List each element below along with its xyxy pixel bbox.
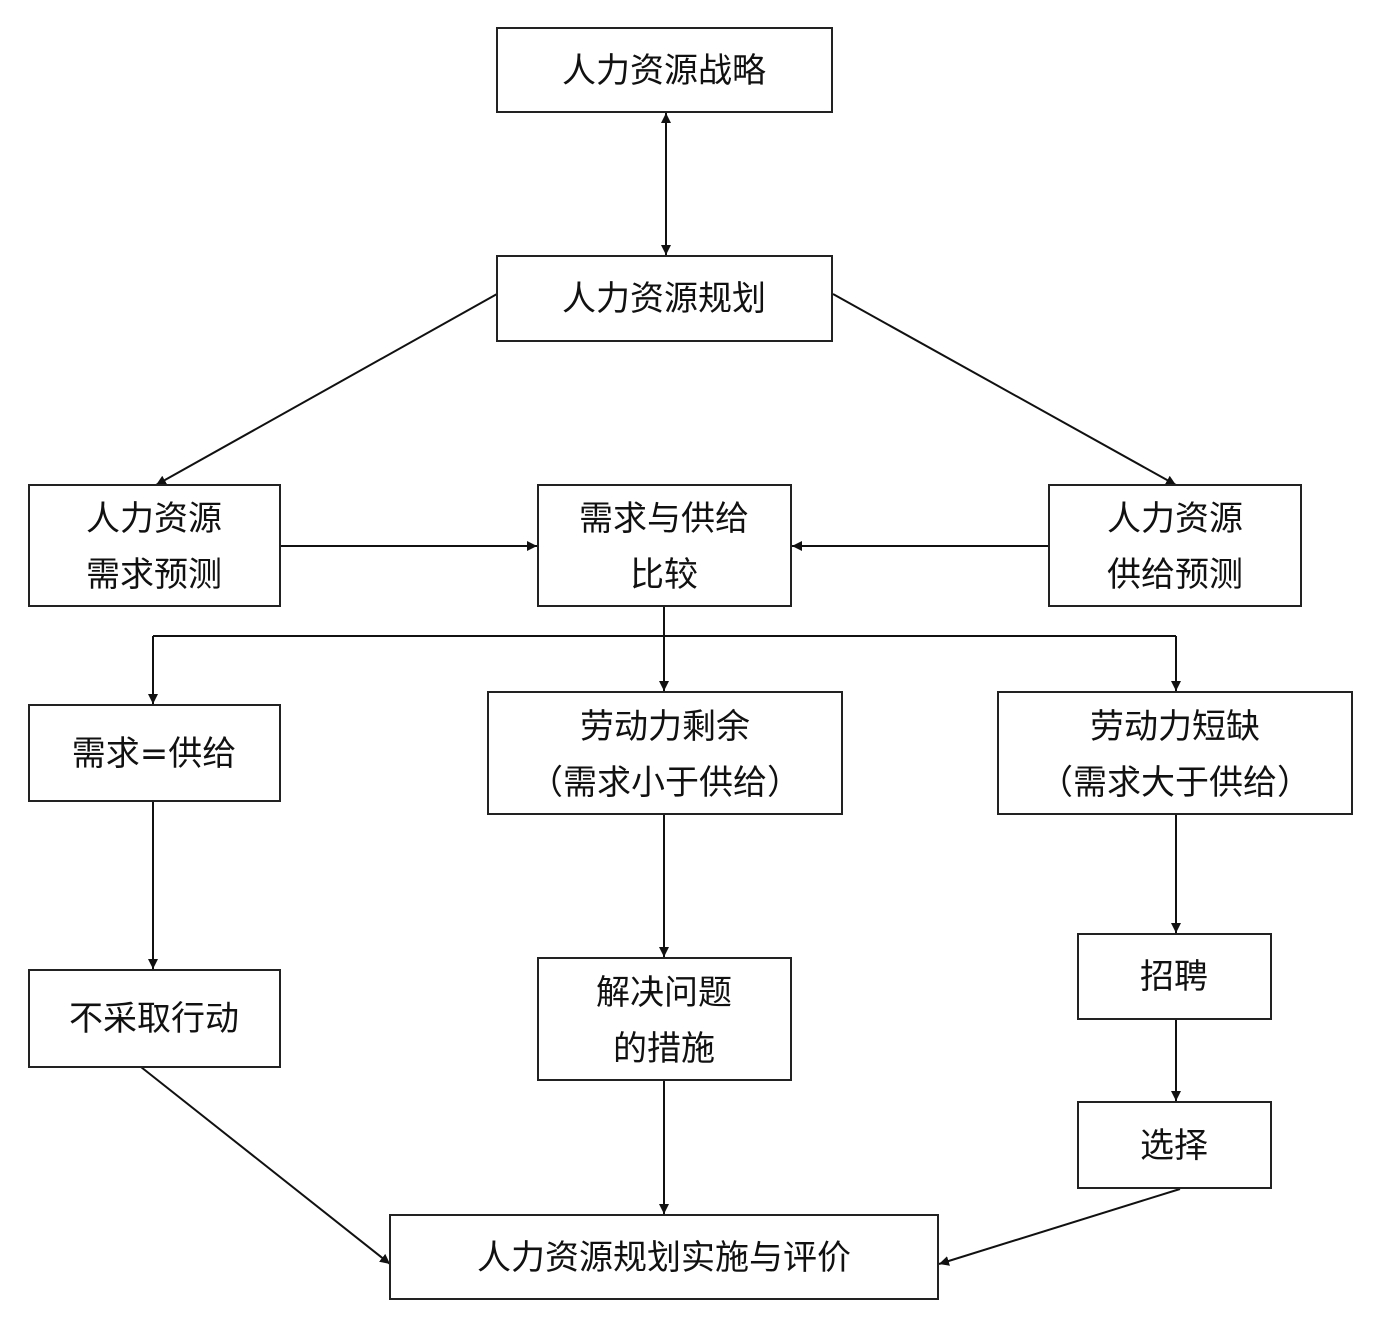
edge-planning-supply: [832, 293, 1177, 486]
node-supply-forecast: 人力资源 供给预测: [1048, 484, 1302, 607]
node-surplus-line-1: 劳动力剩余: [580, 707, 750, 747]
edges: [140, 113, 1181, 1266]
node-no-action: 不采取行动: [28, 969, 281, 1068]
node-recruit: 招聘: [1077, 933, 1272, 1020]
node-compare-line-1: 需求与供给: [579, 499, 749, 539]
edge-noaction-implement: [140, 1066, 391, 1265]
edge-planning-demand: [155, 293, 498, 486]
node-select-line-1: 选择: [1140, 1126, 1208, 1166]
nodes: 人力资源战略 人力资源规划 人力资源 需求预测 需求与供给 比较 人力资源 供给…: [28, 27, 1353, 1300]
node-measures: 解决问题 的措施: [537, 957, 792, 1081]
node-implement-line-1: 人力资源规划实施与评价: [477, 1238, 851, 1278]
node-supply-forecast-line-2: 供给预测: [1107, 555, 1243, 595]
node-hr-strategy-line-1: 人力资源战略: [562, 51, 766, 91]
node-recruit-line-1: 招聘: [1140, 957, 1208, 997]
node-supply-forecast-line-1: 人力资源: [1107, 499, 1243, 539]
node-shortage: 劳动力短缺 （需求大于供给）: [997, 691, 1353, 815]
node-measures-line-2: 的措施: [613, 1029, 715, 1069]
node-hr-planning: 人力资源规划: [496, 255, 833, 342]
node-balance-line-1: 需求=供给: [72, 734, 237, 774]
node-demand-forecast-line-2: 需求预测: [86, 555, 222, 595]
edge-select-implement: [938, 1188, 1181, 1266]
node-shortage-line-2: （需求大于供给）: [1039, 763, 1311, 803]
node-surplus: 劳动力剩余 （需求小于供给）: [487, 691, 843, 815]
node-shortage-line-1: 劳动力短缺: [1090, 707, 1260, 747]
node-surplus-line-2: （需求小于供给）: [529, 763, 801, 803]
node-balance: 需求=供给: [28, 704, 281, 802]
node-demand-forecast: 人力资源 需求预测: [28, 484, 281, 607]
node-compare: 需求与供给 比较: [537, 484, 792, 607]
node-compare-line-2: 比较: [630, 555, 698, 595]
node-hr-planning-line-1: 人力资源规划: [562, 279, 766, 319]
node-implement: 人力资源规划实施与评价: [389, 1214, 939, 1300]
node-no-action-line-1: 不采取行动: [69, 999, 239, 1039]
node-select: 选择: [1077, 1101, 1272, 1189]
node-demand-forecast-line-1: 人力资源: [86, 499, 222, 539]
node-measures-line-1: 解决问题: [596, 973, 732, 1013]
node-hr-strategy: 人力资源战略: [496, 27, 833, 113]
